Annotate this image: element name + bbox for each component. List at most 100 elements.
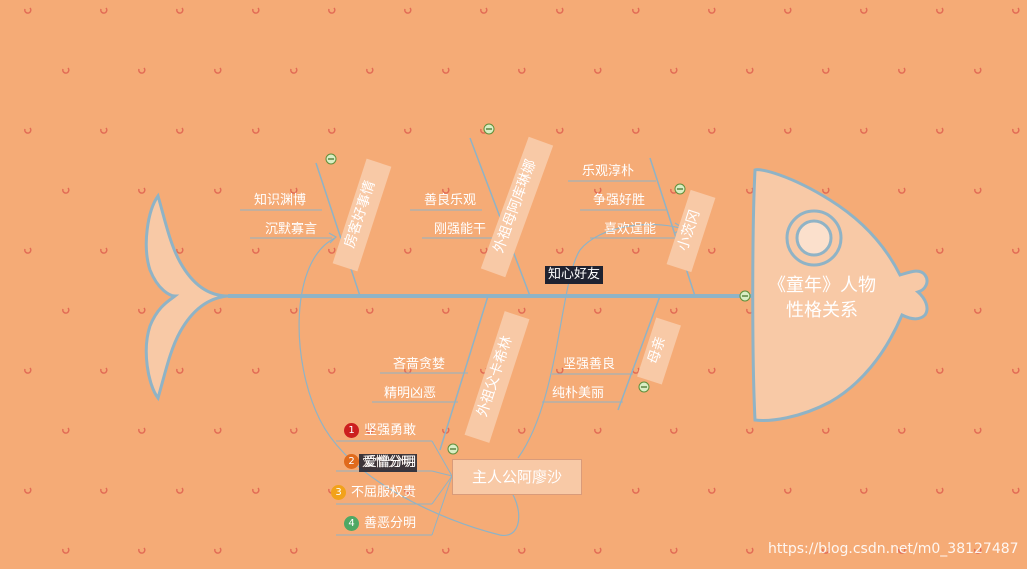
protagonist-trait-4[interactable]: 善恶分明 (364, 516, 417, 531)
relation-arrow (328, 232, 337, 244)
pattern-dot (518, 547, 526, 554)
trait-lodger-2[interactable]: 沉默寡言 (265, 222, 318, 237)
trait-grandfather-2[interactable]: 精明凶恶 (384, 386, 437, 401)
pattern-dot (100, 247, 108, 254)
pattern-dot (176, 7, 184, 14)
pattern-dot (366, 427, 374, 434)
pattern-dot (822, 547, 830, 554)
pattern-dot (404, 7, 412, 14)
pattern-dot (974, 307, 982, 314)
pattern-dot (62, 67, 70, 74)
bone-line-3 (649, 157, 696, 297)
pattern-dot (442, 547, 450, 554)
pattern-dot (62, 187, 70, 194)
trait-mother-1[interactable]: 坚强善良 (563, 357, 616, 372)
pattern-dot (898, 547, 906, 554)
pattern-dot (898, 67, 906, 74)
pattern-dot (822, 67, 830, 74)
pattern-dot (708, 127, 716, 134)
pattern-dot (556, 7, 564, 14)
pattern-dot (936, 487, 944, 494)
protagonist-trait-3[interactable]: 不屈服权贵 (351, 485, 417, 500)
pattern-dot (936, 7, 944, 14)
pattern-dot (822, 187, 830, 194)
pattern-dot (708, 7, 716, 14)
pattern-dot (746, 67, 754, 74)
pattern-dot (974, 427, 982, 434)
pattern-dot (898, 427, 906, 434)
fish-tail (144, 192, 229, 402)
watermark-text: https://blog.csdn.net/m0_38127487 (768, 541, 1019, 557)
pattern-dot (214, 187, 222, 194)
trait-gypsy-2[interactable]: 争强好胜 (593, 193, 646, 208)
pattern-dot (936, 367, 944, 374)
trait-mother-2[interactable]: 纯朴美丽 (552, 386, 605, 401)
pattern-dot (670, 547, 678, 554)
protagonist-trait-2[interactable]: 爱憎分明 (364, 455, 417, 470)
pattern-dot (176, 127, 184, 134)
priority-2-icon: 2 (344, 454, 359, 469)
center-node-protagonist[interactable]: 主人公阿廖沙 (452, 459, 582, 495)
pattern-dot (936, 247, 944, 254)
trait-gypsy-3[interactable]: 喜欢逞能 (604, 222, 657, 237)
pattern-dot (176, 487, 184, 494)
pattern-dot (594, 187, 602, 194)
fish-eye-inner (795, 219, 833, 257)
pattern-dot (632, 127, 640, 134)
pattern-dot (290, 547, 298, 554)
pattern-dot (556, 127, 564, 134)
pattern-dot (480, 7, 488, 14)
pattern-dot (138, 307, 146, 314)
pattern-dot (974, 187, 982, 194)
pattern-dot (442, 427, 450, 434)
trait-grandmother-1[interactable]: 善良乐观 (424, 193, 477, 208)
pattern-dot (138, 547, 146, 554)
pattern-dot (252, 487, 260, 494)
pattern-dot (556, 247, 564, 254)
pattern-dot (442, 187, 450, 194)
diagram-title-line-1[interactable]: 《童年》人物 (768, 275, 876, 296)
trait-connector (431, 440, 453, 536)
trait-lodger-1[interactable]: 知识渊博 (254, 193, 307, 208)
pattern-dot (100, 487, 108, 494)
pattern-dot (594, 307, 602, 314)
relation-label-friend[interactable]: 知心好友 (545, 266, 604, 284)
pattern-dot (290, 307, 298, 314)
pattern-dot (860, 7, 868, 14)
pattern-dot (632, 247, 640, 254)
pattern-dot (1012, 367, 1020, 374)
pattern-dot (176, 247, 184, 254)
pattern-dot (746, 427, 754, 434)
trait-grandfather-1[interactable]: 吝啬贪婪 (393, 357, 446, 372)
bone-line-1 (315, 162, 361, 297)
pattern-dot (518, 67, 526, 74)
trait-gypsy-1[interactable]: 乐观淳朴 (582, 164, 635, 179)
pattern-dot (100, 7, 108, 14)
relation-label-overlap: 爱憎分明 (359, 454, 418, 472)
pattern-dot (290, 67, 298, 74)
pattern-dot (822, 427, 830, 434)
pattern-dot (290, 187, 298, 194)
pattern-dot (556, 367, 564, 374)
bone-line-5 (617, 295, 661, 411)
pattern-dot (708, 367, 716, 374)
pattern-dot (746, 547, 754, 554)
pattern-dot (784, 487, 792, 494)
diagram-title-line-2[interactable]: 性格关系 (786, 300, 858, 321)
pattern-dot (442, 67, 450, 74)
pattern-dot (670, 307, 678, 314)
pattern-dot (24, 247, 32, 254)
pattern-dot (784, 127, 792, 134)
pattern-dot (138, 427, 146, 434)
pattern-dot (290, 427, 298, 434)
pattern-dot (24, 367, 32, 374)
pattern-dot (138, 187, 146, 194)
pattern-dot (214, 67, 222, 74)
protagonist-trait-1[interactable]: 坚强勇敢 (364, 423, 417, 438)
pattern-dot (860, 127, 868, 134)
pattern-dot (1012, 127, 1020, 134)
trait-grandmother-2[interactable]: 刚强能干 (434, 222, 487, 237)
pattern-dot (252, 247, 260, 254)
